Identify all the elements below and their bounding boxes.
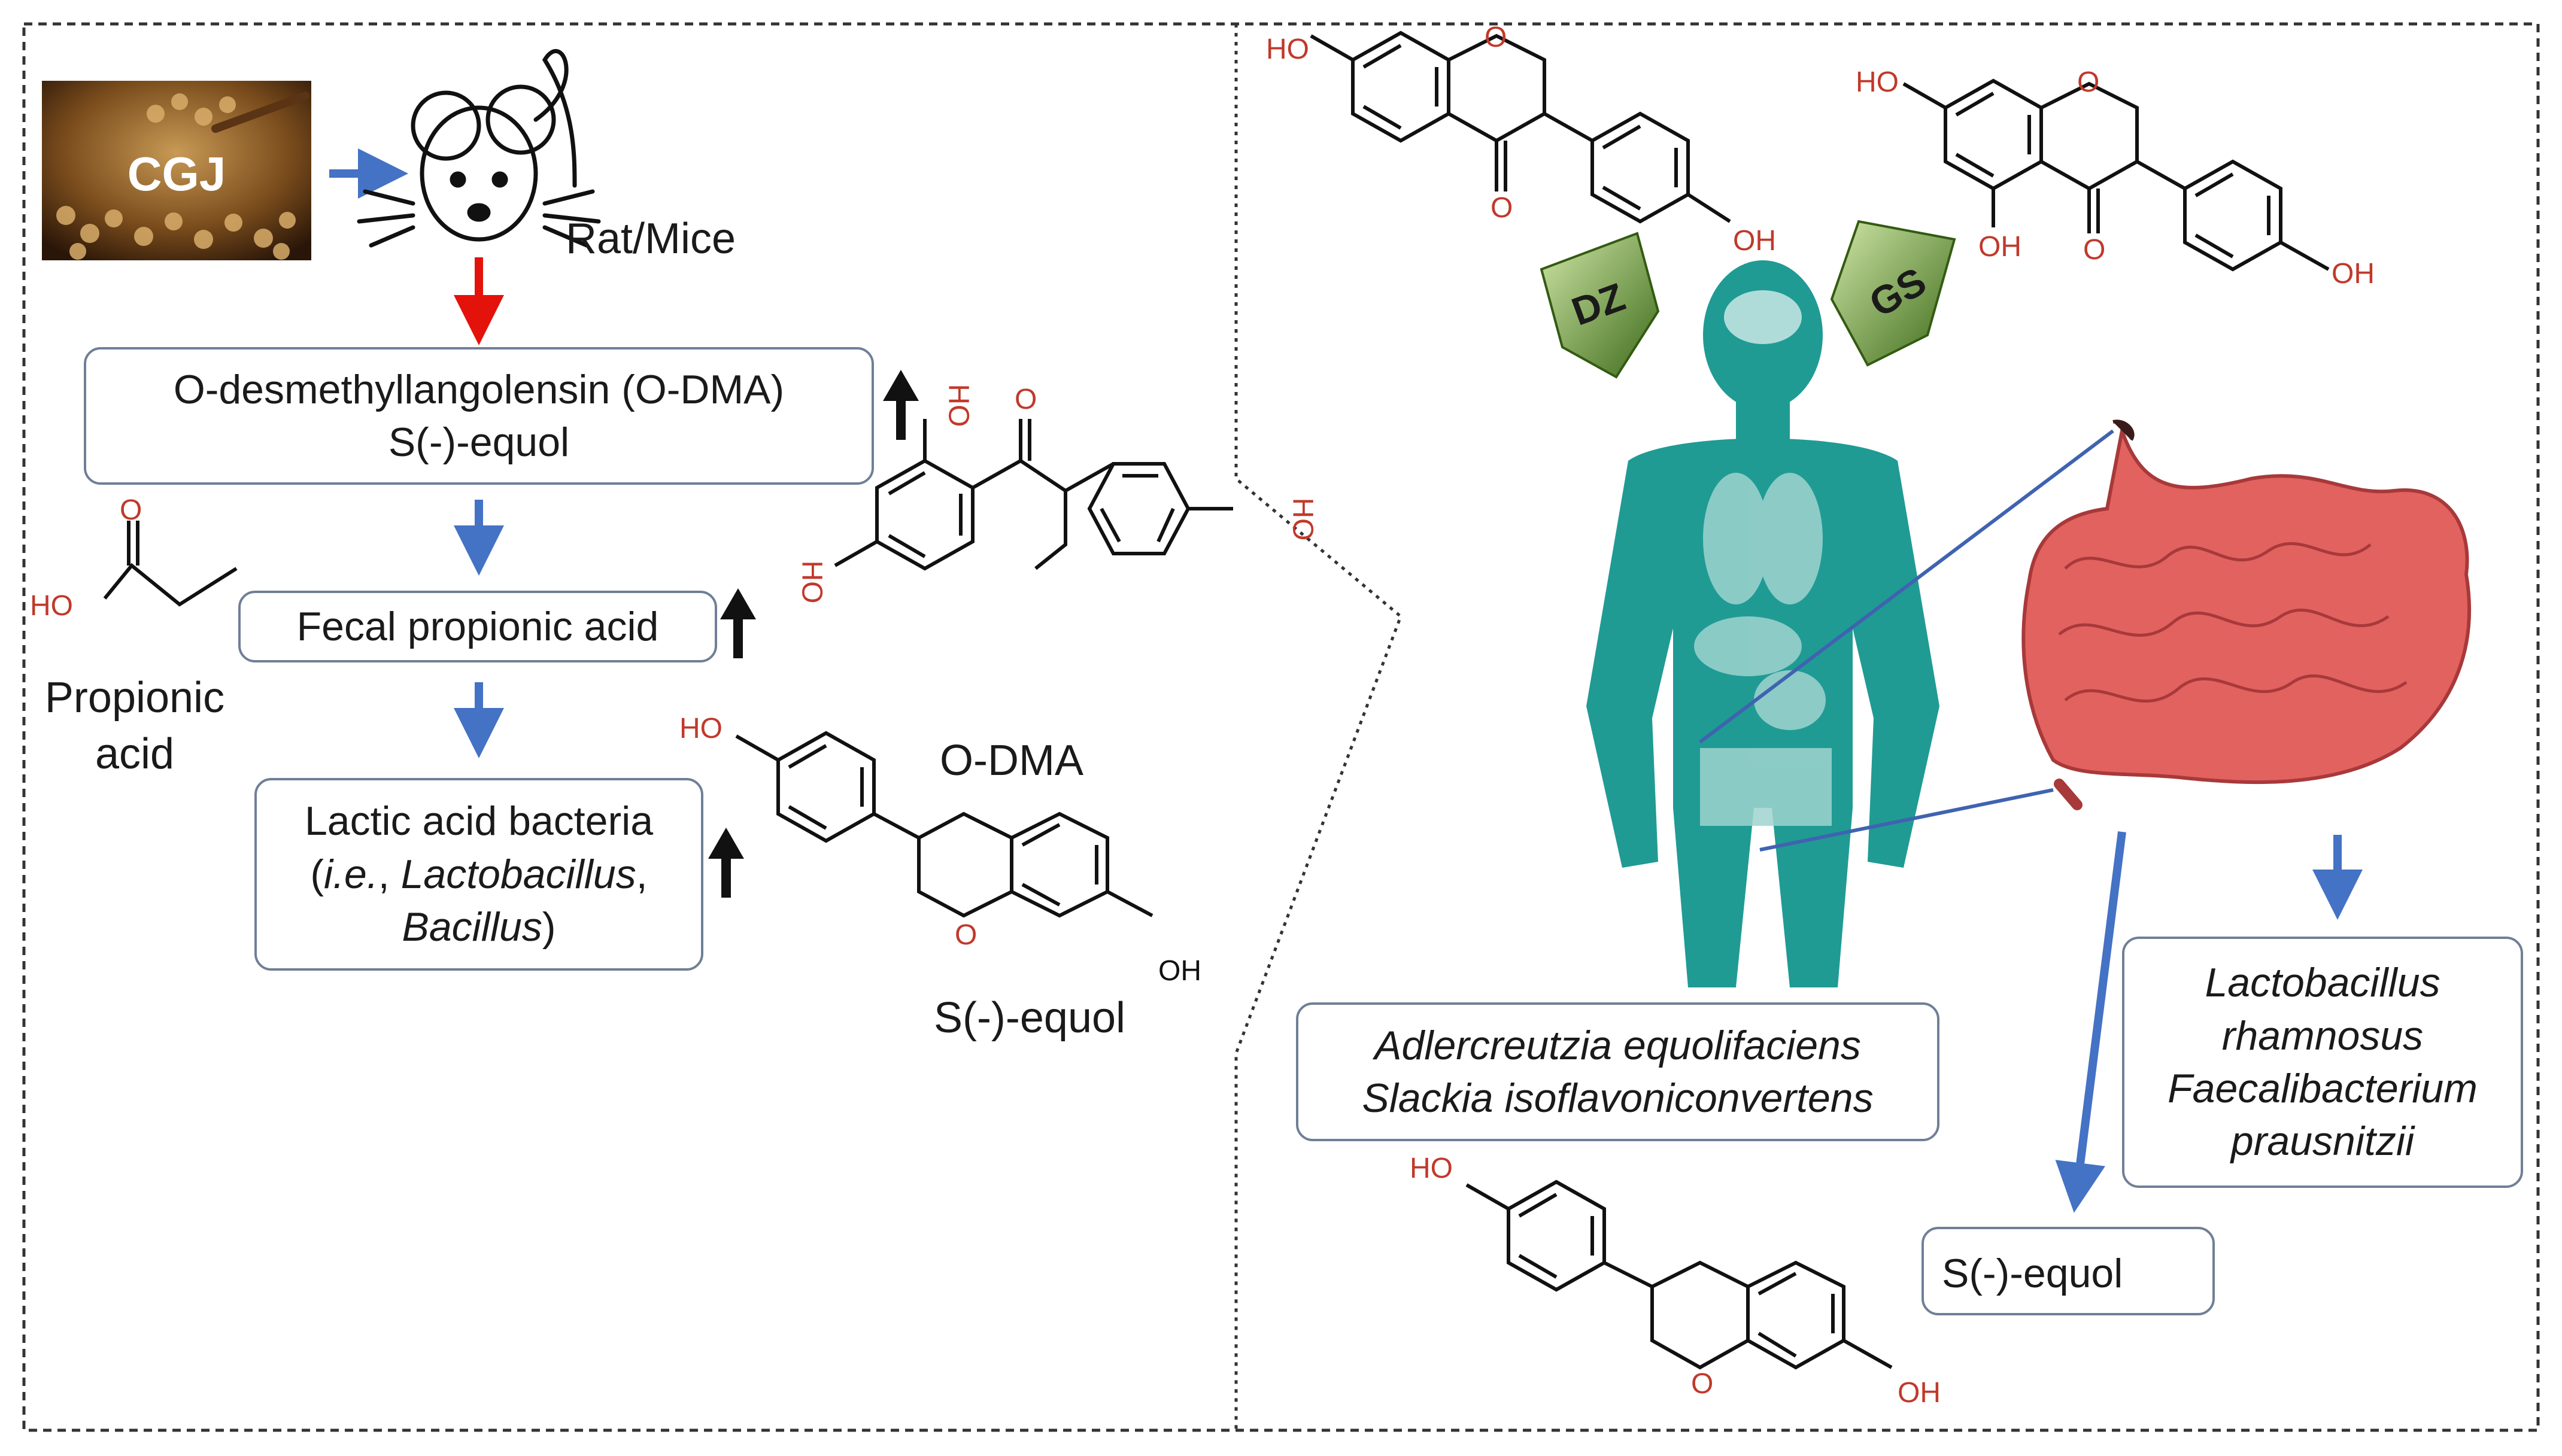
propionic-acid-label: Propionic acid <box>24 670 245 782</box>
propionic-ho: HO <box>30 590 73 622</box>
odma-structure <box>834 419 1233 571</box>
odma-label: O-DMA <box>940 737 1083 785</box>
mouse-icon <box>357 49 601 248</box>
gs-o-ring: O <box>2077 66 2100 98</box>
probiotics-line1: Lactobacillus <box>2205 960 2440 1006</box>
equol-producers-line1: Adlercreutzia equolifaciens <box>1374 1022 1861 1068</box>
arrow-intestine-to-equol <box>2055 831 2126 1213</box>
brain-icon <box>1724 290 1802 344</box>
equol-structure-right <box>1465 1180 1893 1370</box>
equol-right-o: O <box>1691 1368 1714 1400</box>
daidzein-structure <box>1310 31 1731 224</box>
equol-result-box: S(-)-equol <box>1921 1227 2215 1315</box>
metabolites-box-line2: S(-)-equol <box>388 420 570 465</box>
bacteria-comma: , <box>378 851 401 897</box>
bacteria-box-line3: Bacillus) <box>402 901 556 953</box>
probiotics-line3: Faecalibacterium <box>2168 1066 2478 1111</box>
probiotics-line2: rhamnosus <box>2221 1013 2424 1059</box>
probiotics-box: Lactobacillus rhamnosus Faecalibacterium… <box>2122 937 2523 1188</box>
metabolites-box: O-desmethyllangolensin (O-DMA) S(-)-equo… <box>84 347 874 485</box>
organs-illustration <box>1694 473 1832 826</box>
connector-line-bottom <box>1759 788 2054 852</box>
up-arrows-left <box>708 370 919 898</box>
equol-right-oh: OH <box>1898 1377 1941 1409</box>
dz-chevron <box>1540 232 1660 379</box>
dz-oh: OH <box>1733 225 1776 257</box>
gs-chevron <box>1830 220 1956 367</box>
genistein-structure <box>1902 78 2330 272</box>
bacteria-genus-2: Bacillus <box>402 904 542 950</box>
food-label: CGJ <box>127 147 226 200</box>
equol-producers-box: Adlercreutzia equolifaciens Slackia isof… <box>1296 1002 1939 1141</box>
bacteria-box: Lactic acid bacteria (i.e., Lactobacillu… <box>254 778 703 971</box>
odma-oh-top: HO <box>942 384 975 427</box>
propionic-box-line1: Fecal propionic acid <box>296 603 659 649</box>
odma-oh-right: HO <box>1286 497 1319 541</box>
bacteria-box-line1: Lactic acid bacteria <box>304 798 654 844</box>
gs-o-keto: O <box>2083 234 2106 266</box>
bacteria-comma-2: , <box>636 851 648 897</box>
equol-structure-left <box>735 731 1153 918</box>
probiotics-line4: prausnitzii <box>2230 1118 2415 1165</box>
odma-oh-left: HO <box>796 560 828 604</box>
equol-result-line1: S(-)-equol <box>1942 1251 2123 1296</box>
gs-oh-bottom: OH <box>1978 231 2021 263</box>
bacteria-paren-close: ) <box>542 904 556 950</box>
gs-oh: OH <box>2332 258 2375 290</box>
gs-ho: HO <box>1856 66 1899 98</box>
equol-left-o: O <box>955 919 978 951</box>
panel-divider <box>1234 24 1403 1430</box>
food-image <box>42 81 311 260</box>
bacteria-box-line2: (i.e., Lactobacillus, <box>310 848 647 901</box>
connector-line-top <box>1699 429 2114 744</box>
bacteria-paren-open: ( <box>310 851 324 897</box>
equol-left-ho: HO <box>679 713 723 744</box>
dz-o-keto: O <box>1491 192 1513 224</box>
bacteria-genus-1: Lactobacillus <box>400 851 636 897</box>
equol-left-oh: OH <box>1158 955 1201 987</box>
odma-o: O <box>1015 384 1037 415</box>
equol-right-ho: HO <box>1410 1153 1453 1184</box>
metabolites-box-line1: O-desmethyllangolensin (O-DMA) <box>173 366 785 412</box>
bacteria-ie: i.e. <box>324 851 378 897</box>
outer-border <box>22 22 2540 1432</box>
propionic-acid-label-line1: Propionic <box>44 674 225 722</box>
propionic-acid-label-line2: acid <box>95 729 175 778</box>
equol-producers-line2: Slackia isoflavoniconvertens <box>1362 1075 1874 1121</box>
animal-label: Rat/Mice <box>566 215 736 263</box>
equol-label-left: S(-)-equol <box>933 994 1126 1042</box>
propionic-box: Fecal propionic acid <box>238 591 717 662</box>
intestine-illustration <box>2021 420 2472 810</box>
dz-ho: HO <box>1266 34 1309 65</box>
propionic-o: O <box>120 494 142 526</box>
propionic-acid-structure <box>103 521 238 607</box>
dz-o-ring: O <box>1485 22 1507 53</box>
